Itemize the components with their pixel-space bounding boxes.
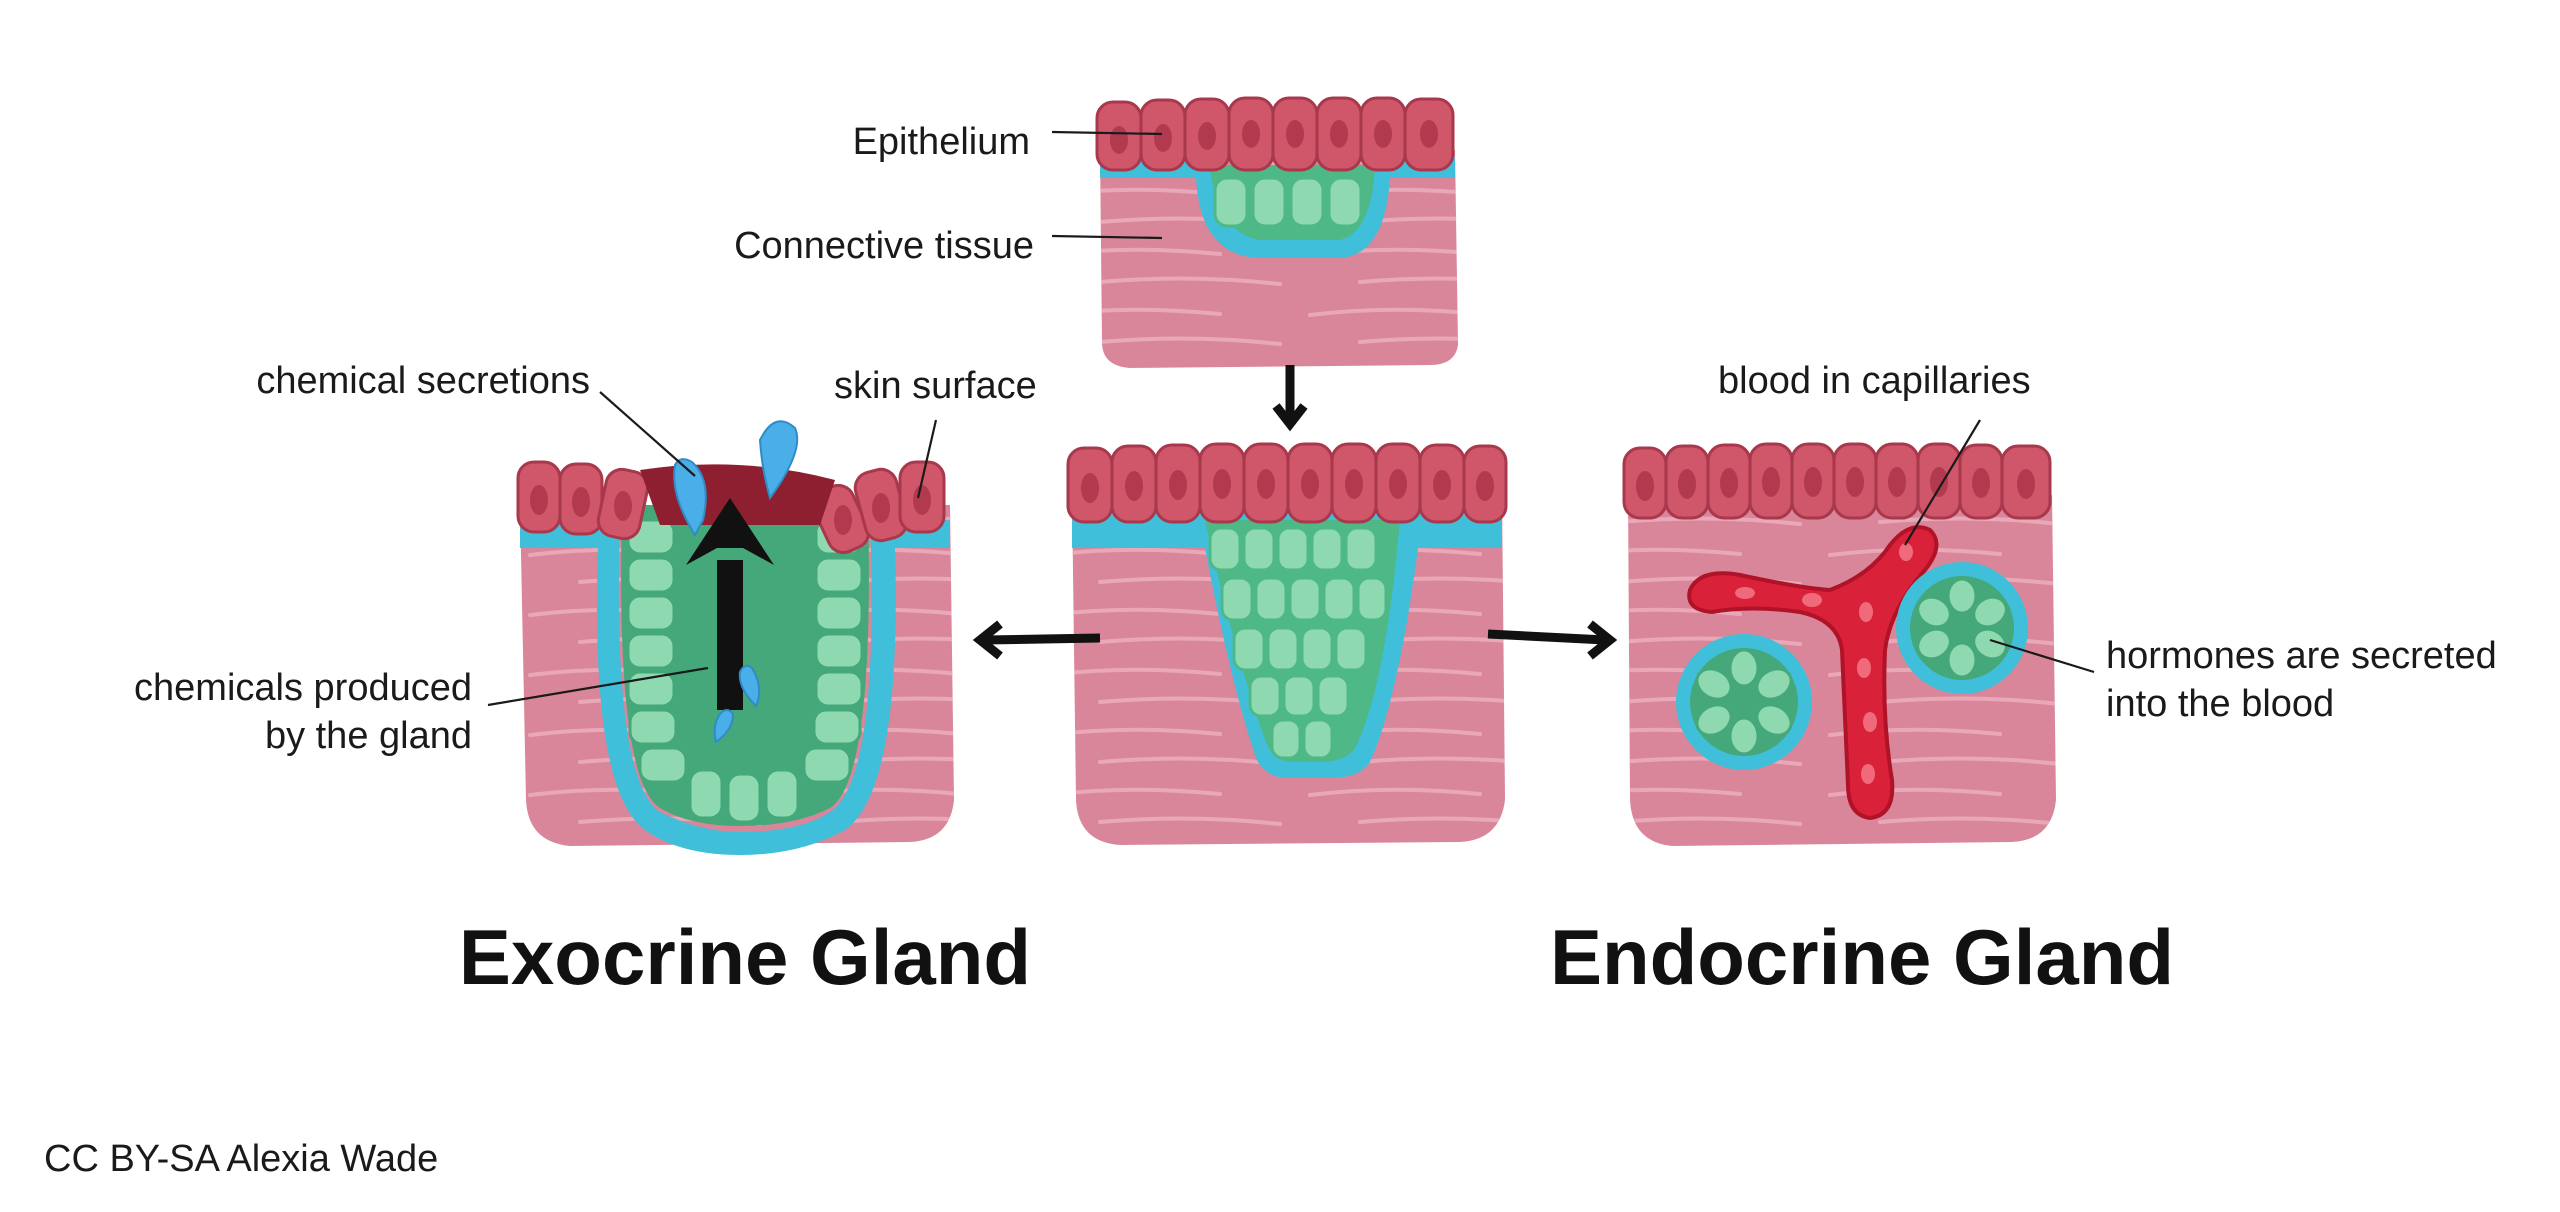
center-tissue-panel [1066, 442, 1508, 845]
chemicals-produced-label-line1: chemicals produced [134, 667, 472, 709]
left-arrow [972, 620, 1101, 660]
blood-in-capillaries-label: blood in capillaries [1718, 360, 2031, 402]
connective-tissue-leader-line [1051, 234, 1163, 240]
secretion-droplets [673, 420, 799, 744]
endocrine-follicle-right [1896, 562, 2028, 694]
chemical-secretions-leader-line [599, 391, 696, 477]
epithelium-label: Epithelium [853, 121, 1030, 163]
skin-surface-leader-line [916, 419, 938, 499]
gland-cells-center [1208, 526, 1388, 760]
chemical-secretions-label: chemical secretions [256, 360, 590, 402]
down-arrow [1272, 365, 1308, 432]
hormones-label-line2: into the blood [2106, 683, 2334, 725]
endocrine-gland-panel [1622, 442, 2056, 846]
endocrine-gland-title: Endocrine Gland [1550, 913, 2174, 1001]
hormones-leader-line [1989, 638, 2095, 674]
connective-tissue-label: Connective tissue [734, 225, 1034, 267]
exocrine-gland-title: Exocrine Gland [459, 913, 1031, 1001]
basement-membrane-exocrine [520, 520, 950, 855]
skin-surface-label: skin surface [834, 365, 1037, 407]
exocrine-gland-panel [516, 420, 954, 855]
blood-capillary [1687, 525, 1939, 821]
hormones-label-line1: hormones are secreted [2106, 635, 2497, 677]
epithelium-leader-line [1051, 130, 1163, 136]
blood-in-capillaries-leader-line [1904, 419, 1981, 546]
right-arrow [1487, 620, 1618, 660]
license-credit: CC BY-SA Alexia Wade [44, 1138, 439, 1180]
basement-membrane-top [1100, 158, 1455, 258]
chemicals-produced-label-line2: by the gland [265, 715, 472, 757]
chemicals-produced-leader-line [487, 666, 709, 707]
top-tissue-panel [1095, 96, 1458, 368]
secretion-up-arrow [686, 498, 774, 710]
endocrine-follicle-left [1676, 634, 1812, 770]
